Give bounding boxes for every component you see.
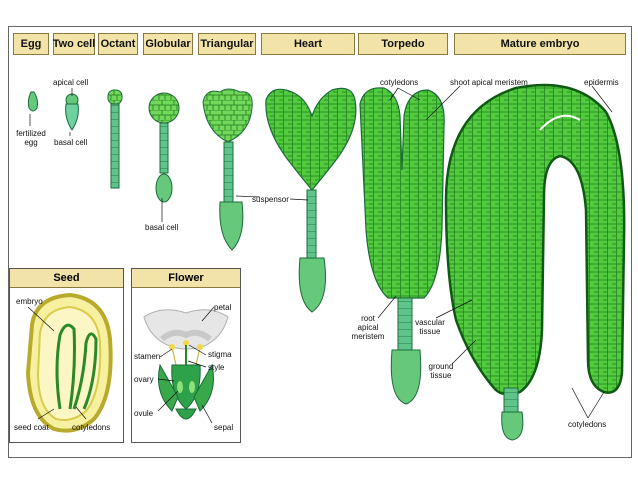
flower-label-ovule: ovule (134, 409, 154, 418)
stage-header-two-cell: Two cell (53, 33, 95, 55)
stage-header-globular: Globular (143, 33, 193, 55)
label-epidermis: epidermis (584, 78, 619, 87)
heart-drawing (265, 87, 357, 313)
stage-header-octant: Octant (98, 33, 138, 55)
label-basal-cell-glob: basal cell (145, 223, 179, 232)
label-fertilized-egg: fertilized egg (16, 129, 46, 147)
flower-inset: Flower petal stamen stigma style ovary o… (131, 268, 241, 443)
two-cell-drawing (65, 93, 79, 131)
label-apical-cell: apical cell (53, 78, 89, 87)
stage-header-mature-embryo: Mature embryo (454, 33, 626, 55)
mature-embryo-drawing (444, 83, 626, 441)
egg-drawing (27, 91, 39, 112)
label-suspensor: suspensor (252, 195, 289, 204)
seed-label-embryo: embryo (16, 297, 43, 306)
flower-label-stigma: stigma (208, 350, 232, 359)
octant-drawing (107, 89, 123, 189)
label-vascular-tissue: vascular tissue (415, 318, 445, 336)
seed-inset: Seed embryo seed coat cotyledons (9, 268, 124, 443)
stage-header-egg: Egg (13, 33, 49, 55)
stage-header-triangular: Triangular (198, 33, 256, 55)
stage-header-torpedo: Torpedo (358, 33, 448, 55)
torpedo-drawing (359, 87, 445, 405)
flower-label-petal: petal (214, 303, 232, 312)
seed-inset-title: Seed (10, 269, 123, 288)
stage-header-heart: Heart (261, 33, 355, 55)
flower-inset-title: Flower (132, 269, 240, 288)
label-cotyledons-top: cotyledons (380, 78, 419, 87)
seed-drawing (25, 292, 113, 433)
label-root-apical-meristem: root apical meristem (351, 314, 385, 341)
label-shoot-apical-meristem: shoot apical meristem (450, 78, 528, 87)
label-ground-tissue: ground tissue (428, 362, 454, 380)
seed-label-seed-coat: seed coat (14, 423, 49, 432)
flower-label-style: style (208, 363, 225, 372)
globular-drawing (148, 92, 180, 203)
flower-drawing (143, 306, 229, 424)
label-cotyledons-bottom: cotyledons (568, 420, 607, 429)
flower-label-sepal: sepal (214, 423, 234, 432)
leader-lines (29, 85, 613, 419)
label-basal-cell-two: basal cell (54, 138, 88, 147)
flower-label-ovary: ovary (134, 375, 154, 384)
flower-label-stamen: stamen (134, 352, 161, 361)
triangular-drawing (202, 88, 253, 251)
seed-label-cotyledons: cotyledons (72, 423, 111, 432)
